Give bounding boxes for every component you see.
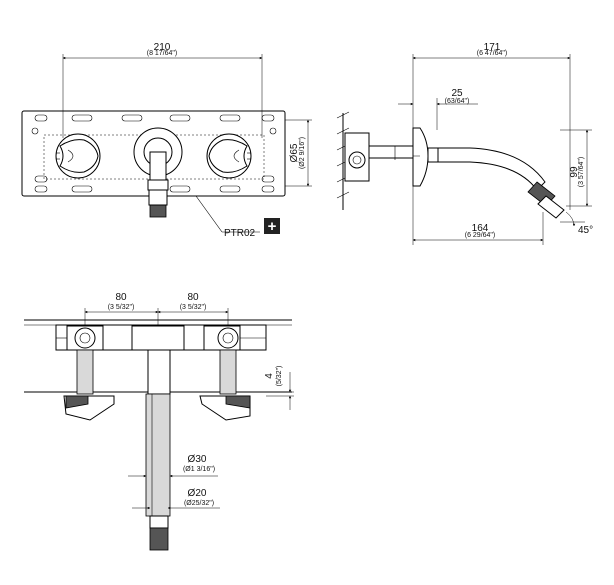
front-view: 80 (3 5/32") 80 (3 5/32") [24,292,294,551]
right-stem [219,349,237,395]
dim-171-inch-label: (6 47/64") [477,50,508,57]
dim-80-left-label: 80 [115,292,127,303]
dim-65-label: Ø65 [289,143,300,162]
dim-30-label: Ø30 [188,454,207,465]
dim-210-inch-label: (8 17/64") [147,50,178,57]
top-view: 210 (8 17/64") [21,42,312,239]
dim-30-inch-label: (Ø1 3/16") [183,466,215,473]
dim-25-inch-label: (63/64") [445,98,470,105]
dim-164-label: 164 [472,223,489,234]
concealed-body [55,324,267,351]
plus-box-icon [264,218,280,234]
dim-99-inch-label: (3 57/64") [578,157,585,188]
dim-99-label: 99 [569,166,580,178]
wall-section [336,111,414,210]
dim-80-right-inch-label: (3 5/32") [180,304,207,311]
dim-20-inch-label: (Ø25/32") [184,500,214,507]
angle-45-label: 45° [578,225,593,236]
dim-20-label: Ø20 [188,488,207,499]
dim-25-label: 25 [451,88,463,99]
central-pipe-upper [147,349,171,395]
dim-171-label: 171 [484,42,501,53]
nozzle [149,515,169,529]
central-pipe [145,393,171,517]
left-stem [76,349,94,395]
side-view: 171 (6 47/64") 25 (63/64") [336,42,593,245]
plus-icon: + [268,218,277,235]
dim-4-inch-label: (5/32") [276,366,283,387]
dim-65-inch-label: (Ø2 9/16") [299,137,306,169]
dim-80-left-inch-label: (3 5/32") [108,304,135,311]
dim-80-right-label: 80 [187,292,199,303]
left-handle [55,133,101,179]
right-handle [206,133,252,179]
dim-164-inch-label: (6 29/64") [465,232,496,239]
callout-leader [195,195,223,233]
central-spout [133,127,183,218]
callout-label: PTR02 [224,228,256,239]
side-spout [412,127,565,219]
dim-4-label: 4 [264,373,275,379]
dim-210-label: 210 [154,42,171,53]
